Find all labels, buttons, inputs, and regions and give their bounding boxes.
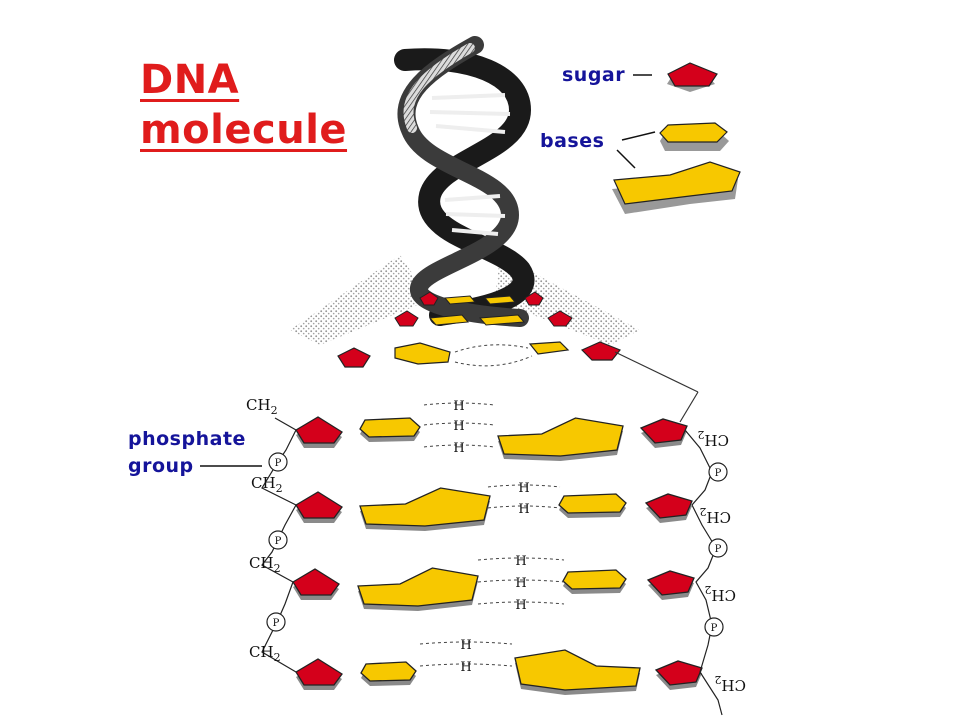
phosphate-right-circle — [708, 462, 728, 482]
phosphate-right-circle — [708, 538, 728, 558]
sugar-left — [295, 491, 343, 519]
sugar-left — [295, 658, 343, 686]
base — [428, 314, 470, 326]
ch2-subscript: 2 — [274, 651, 281, 664]
helix-receding-pairs — [337, 291, 699, 423]
diagram-title-line-2: molecule — [140, 107, 348, 153]
hydrogen-bond-label: H — [515, 598, 526, 613]
ch2-subscript: 2 — [699, 505, 706, 518]
sugar-right — [646, 570, 695, 596]
hydrogen-bond-label: H — [453, 441, 464, 456]
sugar-left — [292, 568, 340, 596]
base — [443, 295, 477, 305]
legend-sugar-shape — [667, 62, 718, 92]
phosphate-right-label: P — [715, 544, 722, 555]
base — [394, 342, 451, 365]
sugar-left — [295, 416, 343, 444]
hydrogen-bond-dash — [477, 601, 565, 605]
hydrogen-bond-label: H — [515, 576, 526, 591]
base-small — [558, 493, 627, 514]
legend-small-base-shape — [659, 122, 729, 151]
phosphate-group-label-line-1: phosphate — [128, 428, 246, 450]
hydrogen-bond-label: H — [460, 660, 471, 675]
base — [478, 314, 526, 326]
phosphate-left-circle — [268, 530, 288, 550]
legend-label-sugar: sugar — [562, 64, 626, 86]
hydrogen-bond-dash — [487, 484, 561, 488]
helix-perspective-shading — [290, 255, 430, 345]
sugar-right — [644, 493, 693, 519]
base-large — [357, 567, 479, 607]
hydrogen-bond-label: H — [518, 481, 529, 496]
legend-label-bases: bases — [540, 130, 605, 152]
sugar-right — [639, 418, 688, 444]
ch2-right: CH2 — [699, 505, 731, 526]
hydrogen-bond-label: H — [460, 638, 471, 653]
ch2-subscript: 2 — [697, 428, 704, 441]
hydrogen-bond-label: H — [453, 399, 464, 414]
ch2-left: CH2 — [246, 396, 278, 417]
ch2-subscript: 2 — [714, 673, 721, 686]
helix-strand-b-shading — [403, 43, 475, 133]
hydrogen-bond-dash — [423, 402, 495, 406]
base-large — [359, 487, 491, 527]
legend-large-base-shape — [612, 161, 741, 214]
ch2-left: CH2 — [251, 474, 283, 495]
sugar — [580, 341, 621, 361]
sugar-right — [654, 660, 703, 686]
base-small — [359, 417, 421, 438]
base-large — [514, 649, 641, 691]
ch2-left: CH2 — [249, 554, 281, 575]
ch2-subscript: 2 — [271, 404, 278, 417]
base-small — [562, 569, 627, 590]
sugar — [394, 310, 419, 327]
legend-shapes — [612, 62, 741, 214]
ch2-subscript: 2 — [704, 583, 711, 596]
hydrogen-bond-dash — [423, 422, 495, 426]
ch2-right: CH2 — [697, 428, 729, 449]
base-small — [360, 661, 417, 682]
hydrogen-bond-dash — [477, 579, 565, 583]
backbone-right — [684, 429, 723, 716]
hydrogen-bond-label: H — [453, 419, 464, 434]
ch2-right: CH2 — [704, 583, 736, 604]
phosphate-left-label: P — [275, 458, 282, 469]
ch2-left: CH2 — [249, 643, 281, 664]
hydrogen-bond-dash — [477, 557, 565, 561]
ch2-subscript: 2 — [274, 562, 281, 575]
ch2-subscript: 2 — [276, 482, 283, 495]
helix-rungs — [429, 93, 511, 236]
base — [528, 341, 570, 355]
sugar — [337, 347, 371, 368]
ch2-right: CH2 — [714, 673, 746, 694]
phosphate-group-label-line-2: group — [128, 455, 194, 477]
phosphate-left-label: P — [273, 618, 280, 629]
hydrogen-bond-dash — [423, 444, 495, 448]
hydrogen-bond-dash — [487, 505, 561, 509]
helix-strand-a — [394, 48, 535, 326]
phosphate-right-label: P — [715, 468, 722, 479]
phosphate-left-circle — [268, 452, 288, 472]
phosphate-right-label: P — [711, 623, 718, 634]
base — [483, 295, 517, 305]
base-large — [497, 417, 624, 457]
hydrogen-bond-label: H — [518, 502, 529, 517]
sugar — [524, 291, 544, 306]
phosphate-left-label: P — [275, 536, 282, 547]
phosphate-left-circle — [266, 612, 286, 632]
sugar — [419, 291, 439, 306]
hydrogen-bond-label: H — [515, 554, 526, 569]
sugar — [547, 310, 573, 327]
phosphate-right-circle — [704, 617, 724, 637]
diagram-title-line-1: DNA — [140, 57, 240, 103]
